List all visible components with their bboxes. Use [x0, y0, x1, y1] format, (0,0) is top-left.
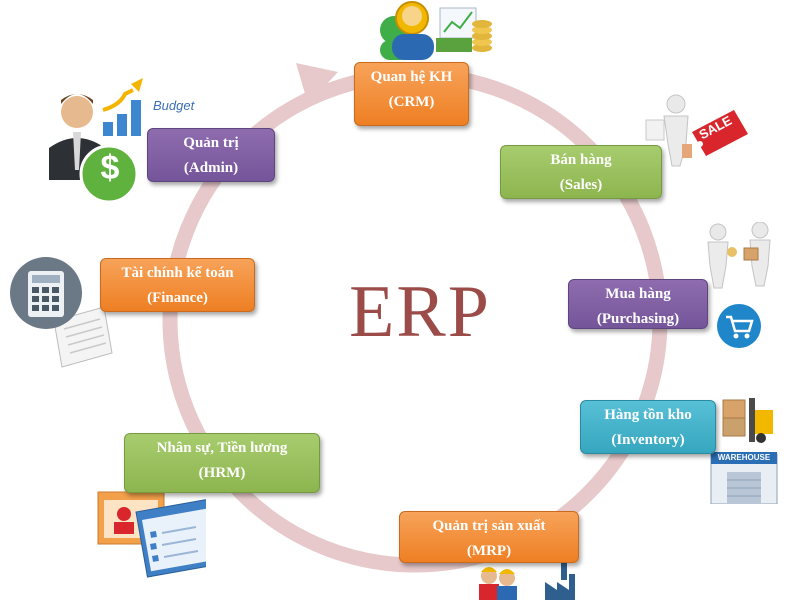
module-hrm-code: (HRM): [198, 465, 246, 481]
purchasing-people-icon: [707, 222, 771, 289]
module-purchasing[interactable]: Mua hàng (Purchasing): [568, 279, 708, 329]
module-inventory-code: (Inventory): [611, 432, 685, 448]
module-crm-name: Quan hệ KH: [370, 69, 453, 85]
warehouse-sign: WAREHOUSE: [717, 453, 771, 462]
finance-calculator-invoice-icon: [10, 257, 113, 368]
module-crm[interactable]: Quan hệ KH (CRM): [354, 62, 469, 126]
crm-people-money-icon: [380, 1, 492, 60]
budget-label: Budget: [153, 98, 195, 113]
module-finance-name: Tài chính kế toán: [121, 265, 234, 281]
module-admin[interactable]: Quản trị (Admin): [147, 128, 275, 182]
module-sales-name: Bán hàng: [550, 152, 612, 168]
ring-arrowhead: [296, 63, 338, 104]
module-hrm-name: Nhân sự, Tiền lương: [156, 440, 288, 456]
module-admin-code: (Admin): [183, 160, 239, 176]
module-sales-code: (Sales): [559, 177, 603, 193]
dollar-icon: $: [100, 149, 120, 187]
module-hrm[interactable]: Nhân sự, Tiền lương (HRM): [124, 433, 320, 493]
module-purchasing-name: Mua hàng: [605, 286, 671, 302]
module-inventory-name: Hàng tồn kho: [604, 407, 692, 423]
shopping-cart-icon: [717, 304, 761, 348]
mrp-workers-factory-icon: [479, 562, 575, 600]
erp-title: ERP: [349, 271, 491, 353]
module-finance-code: (Finance): [147, 290, 208, 306]
inventory-forklift-warehouse-icon: [710, 398, 778, 504]
hrm-screens-icon: [97, 491, 206, 578]
module-inventory[interactable]: Hàng tồn kho (Inventory): [580, 400, 716, 454]
module-crm-code: (CRM): [388, 94, 435, 110]
module-finance[interactable]: Tài chính kế toán (Finance): [100, 258, 255, 312]
module-admin-name: Quản trị: [183, 135, 239, 151]
sales-person-tag-icon: [645, 94, 748, 167]
admin-businessman-icon: [49, 78, 143, 204]
module-mrp-name: Quản trị sản xuất: [432, 518, 546, 534]
module-mrp-code: (MRP): [466, 543, 512, 559]
module-mrp[interactable]: Quản trị sản xuất (MRP): [399, 511, 579, 563]
module-purchasing-code: (Purchasing): [596, 311, 680, 327]
module-sales[interactable]: Bán hàng (Sales): [500, 145, 662, 199]
